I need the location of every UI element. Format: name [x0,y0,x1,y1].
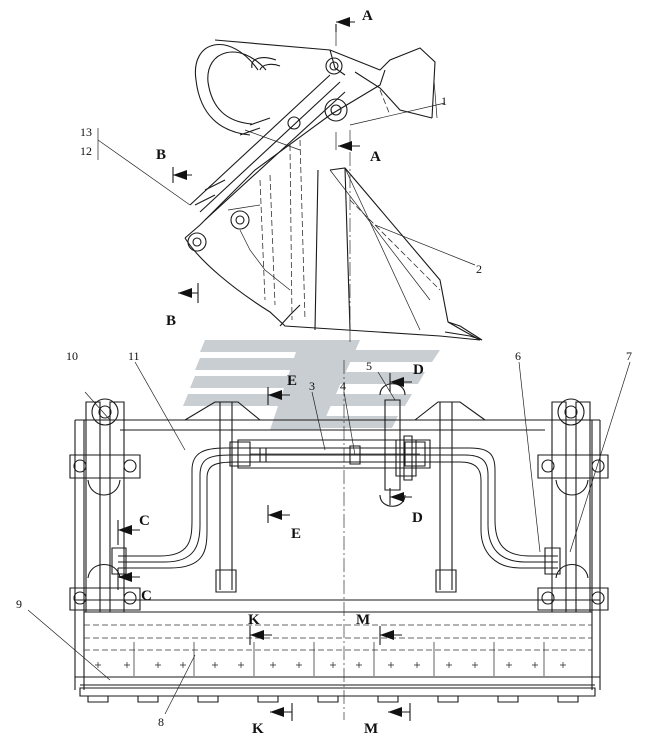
section-d-top: D [413,362,424,378]
callout-2: 2 [476,262,482,276]
mid-brackets [184,401,486,593]
section-k-bottom: K [252,721,264,737]
front-view [69,360,609,720]
section-a-bottom: A [370,149,381,165]
section-b-bottom: B [166,313,176,329]
callout-8: 8 [158,715,164,729]
section-m-top: M [356,612,370,628]
section-e-top: E [287,373,297,389]
callout-3: 3 [309,379,315,393]
callout-11: 11 [128,349,140,363]
section-d-bottom: D [412,510,423,526]
callout-9: 9 [16,597,22,611]
section-m-bottom: M [364,721,378,737]
callout-1: 1 [441,94,447,108]
callout-13: 13 [80,125,92,139]
section-c-top: C [139,513,150,529]
side-view [184,24,483,345]
callout-10: 10 [66,349,78,363]
section-a-top: A [362,8,373,24]
section-markers [117,17,412,721]
section-k-top: K [248,612,260,628]
section-c-bottom: C [141,588,152,604]
hydraulic-pipes [111,439,561,575]
section-b-top: B [156,147,166,163]
callout-4: 4 [340,379,346,393]
callout-12: 12 [80,144,92,158]
section-labels: A A B B C C D D E E K K M M [139,8,424,737]
callout-5: 5 [366,359,372,373]
right-hinge [537,398,609,613]
section-e-bottom: E [291,526,301,542]
callout-7: 7 [626,349,632,363]
leader-lines [27,102,631,715]
blade-segments [95,642,566,676]
callout-6: 6 [515,349,521,363]
callout-labels: 1 2 3 4 5 6 7 8 9 10 11 12 13 [16,94,632,729]
bottom-pads [79,687,596,703]
